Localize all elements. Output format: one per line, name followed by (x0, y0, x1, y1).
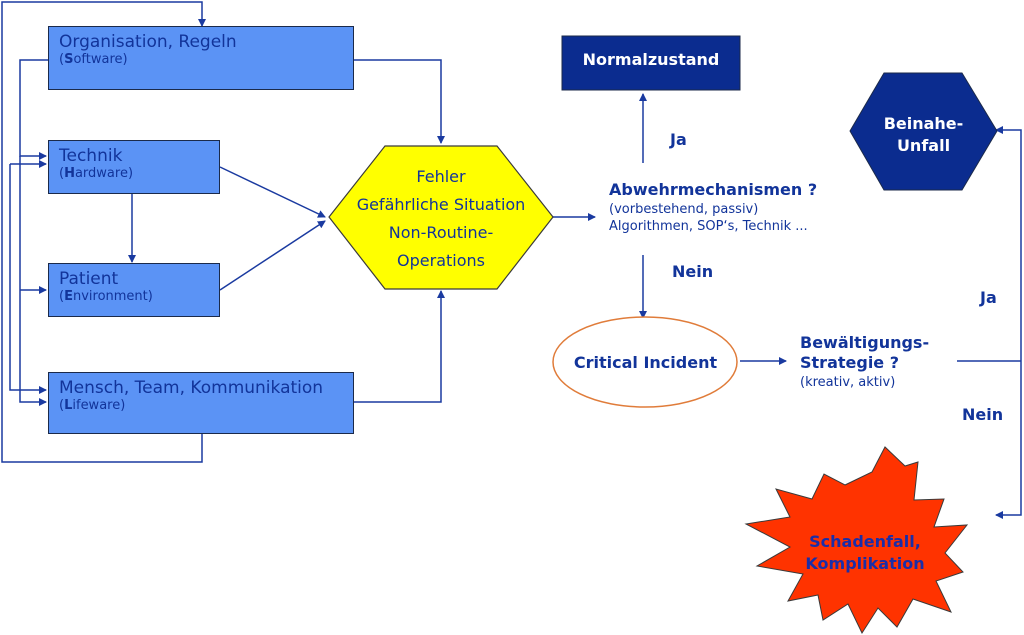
lifeware-box: Mensch, Team, Kommunikation (Lifeware) (48, 372, 354, 434)
feedback-loop-arrow (1, 1, 206, 463)
schadenfall-line-1: Schadenfall, (809, 532, 921, 551)
bracket-technik-arrow (19, 59, 48, 160)
lifeware-subtitle: (Lifeware) (59, 398, 126, 414)
schadenfall-burst (744, 446, 969, 635)
patient-to-hexagon-arrow (219, 220, 326, 291)
hexagon-line-3: Non-Routine- (388, 223, 494, 242)
environment-box: Patient (Environment) (48, 263, 220, 317)
hexagon-line-4: Operations (397, 251, 485, 270)
bracket-left-line (19, 156, 47, 406)
environment-subtitle: (Environment) (59, 289, 153, 305)
lifeware-to-hexagon-arrow (354, 290, 445, 403)
schadenfall-label: Schadenfall, Komplikation (770, 531, 960, 575)
hexagon-text: Fehler Gefährliche Situation Non-Routine… (335, 163, 547, 275)
hexagon-line-1: Fehler (416, 167, 466, 186)
bewaeltigung-line-1: Bewältigungs- (800, 333, 930, 352)
bewaeltigung-line-2: Strategie ? (800, 353, 899, 372)
bewaeltigung-sub: (kreativ, aktiv) (800, 375, 896, 390)
hardware-subtitle: (Hardware) (59, 166, 134, 182)
environment-title: Patient (59, 269, 119, 289)
software-box: Organisation, Regeln (Software) (48, 26, 354, 90)
abwehr-sub-1: (vorbestehend, passiv) (609, 202, 759, 217)
schadenfall-line-2: Komplikation (805, 554, 925, 573)
normalzustand-box (561, 35, 741, 91)
hexagon-line-2: Gefährliche Situation (356, 195, 526, 214)
software-to-hexagon-arrow (354, 59, 445, 144)
critical-incident-label: Critical Incident (573, 353, 718, 372)
hardware-title: Technik (59, 146, 123, 166)
to-beinahe-arrow (995, 126, 1022, 361)
normalzustand-label: Normalzustand (582, 50, 720, 69)
ja-top-label: Ja (670, 130, 687, 149)
abwehr-sub-2: Algorithmen, SOP‘s, Technik ... (609, 219, 808, 234)
beinahe-line-1: Beinahe- (883, 114, 964, 133)
software-title: Organisation, Regeln (59, 32, 237, 52)
fehler-hexagon (328, 145, 554, 290)
lifeware-title: Mensch, Team, Kommunikation (59, 378, 324, 398)
bracket-inner-line (9, 164, 47, 394)
nein-right-label: Nein (962, 405, 1004, 424)
technik-to-hexagon-arrow (219, 166, 326, 218)
beinahe-line-2: Unfall (896, 136, 951, 155)
critical-incident-ellipse (552, 316, 738, 408)
beinahe-unfall-hexagon (849, 72, 998, 191)
to-schadenfall-arrow (995, 361, 1022, 519)
hardware-box: Technik (Hardware) (48, 140, 220, 194)
beinahe-unfall-label: Beinahe- Unfall (850, 113, 997, 157)
abwehr-title: Abwehrmechanismen ? (609, 180, 818, 199)
nein-mid-label: Nein (672, 262, 714, 281)
ja-right-label: Ja (980, 288, 997, 307)
software-subtitle: (Software) (59, 52, 128, 68)
